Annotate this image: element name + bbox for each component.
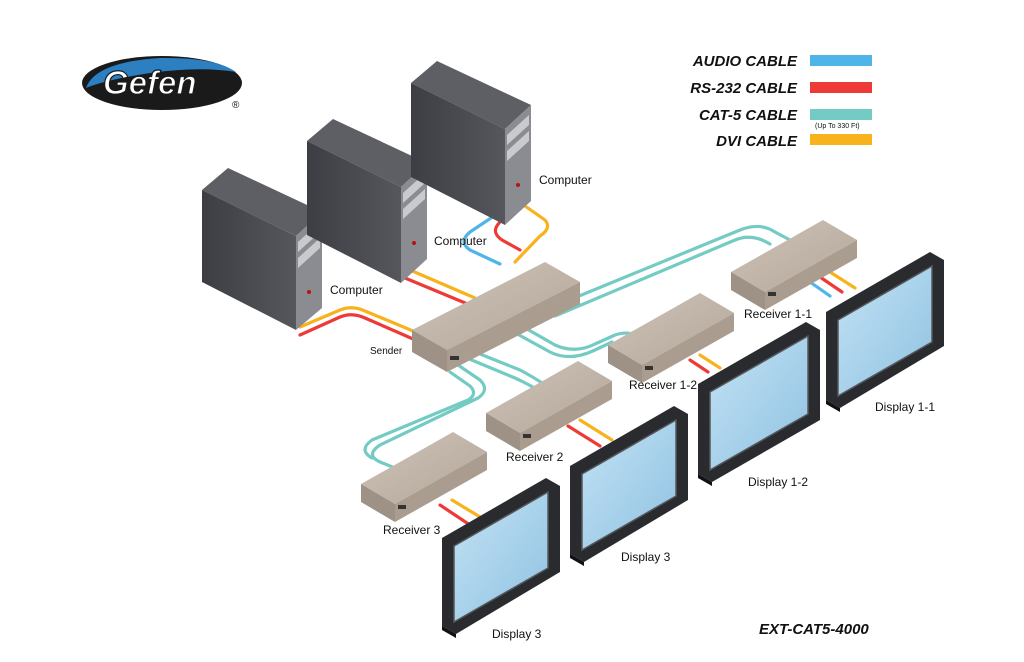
display-3-upper: Display 3 <box>570 406 688 566</box>
receiver-3: Receiver 3 <box>361 432 487 537</box>
logo-wordmark: Gefen <box>103 64 197 101</box>
registered-mark: ® <box>232 100 240 111</box>
legend-dvi-swatch <box>810 134 872 145</box>
computer-2: Computer <box>307 119 487 283</box>
computer-3-label: Computer <box>539 173 592 187</box>
receiver-1-2-label: Receiver 1-2 <box>629 378 697 392</box>
display-1-1: Display 1-1 <box>826 252 944 414</box>
cable-cat5-receiver11-b <box>553 235 772 318</box>
cable-rs232-receiver2 <box>566 424 602 448</box>
legend-rs232-swatch <box>810 82 872 93</box>
display-3-upper-label: Display 3 <box>621 550 671 564</box>
legend-audio-label: AUDIO CABLE <box>692 53 798 70</box>
cable-dvi-computer3 <box>513 204 550 264</box>
cable-dvi-receiver2 <box>578 418 614 442</box>
receiver-1-2: Receiver 1-2 <box>608 293 734 392</box>
cable-dvi-receiver11 <box>828 270 857 290</box>
legend-audio-swatch <box>810 55 872 66</box>
cable-dvi-computer1 <box>298 306 427 338</box>
cable-rs232-receiver3 <box>438 503 472 527</box>
gefen-logo: Gefen ® <box>82 56 242 111</box>
cable-audio-receiver11 <box>808 280 832 298</box>
display-1-1-label: Display 1-1 <box>875 400 935 414</box>
cable-rs232-computer2 <box>403 276 472 307</box>
cable-rs232-receiver12 <box>688 358 710 374</box>
legend-audio: AUDIO CABLE <box>692 53 872 70</box>
display-3-lower-label: Display 3 <box>492 627 542 641</box>
display-1-2-label: Display 1-2 <box>748 475 808 489</box>
legend-dvi-label: DVI CABLE <box>716 133 798 150</box>
cable-legend: AUDIO CABLE RS-232 CABLE CAT-5 CABLE (Up… <box>690 53 872 150</box>
receiver-2: Receiver 2 <box>486 361 612 464</box>
receiver-2-label: Receiver 2 <box>506 450 564 464</box>
cable-rs232-computer1 <box>298 313 422 344</box>
receiver-3-label: Receiver 3 <box>383 523 441 537</box>
receiver-1-1-label: Receiver 1-1 <box>744 307 812 321</box>
cable-dvi-receiver12 <box>698 353 722 370</box>
computer-1-label: Computer <box>330 283 383 297</box>
sender-label: Sender <box>370 346 403 357</box>
cable-cat5-receiver11-a <box>543 224 792 312</box>
cable-dvi-computer2 <box>408 268 477 300</box>
legend-rs232: RS-232 CABLE <box>690 80 872 97</box>
cable-cat5-receiver3-a <box>370 363 487 470</box>
sender-unit: Sender <box>370 262 580 372</box>
legend-rs232-label: RS-232 CABLE <box>690 80 798 97</box>
cable-rs232-receiver11 <box>818 275 844 294</box>
receiver-1-1: Receiver 1-1 <box>731 220 857 321</box>
cable-audio-computer3 <box>462 210 502 266</box>
display-1-2: Display 1-2 <box>698 322 820 489</box>
legend-cat5-note: (Up To 330 Ft) <box>815 123 860 130</box>
legend-dvi: DVI CABLE <box>716 133 872 150</box>
computer-2-label: Computer <box>434 234 487 248</box>
cable-cat5-receiver12-b <box>508 328 614 359</box>
legend-cat5-swatch <box>810 109 872 120</box>
model-number: EXT-CAT5-4000 <box>759 621 869 638</box>
computer-3: Computer <box>411 61 592 225</box>
legend-cat5: CAT-5 CABLE (Up To 330 Ft) <box>699 107 872 130</box>
legend-cat5-label: CAT-5 CABLE <box>699 107 798 124</box>
display-3-lower: Display 3 <box>442 478 560 641</box>
cable-cat5-receiver3-b <box>363 370 476 460</box>
